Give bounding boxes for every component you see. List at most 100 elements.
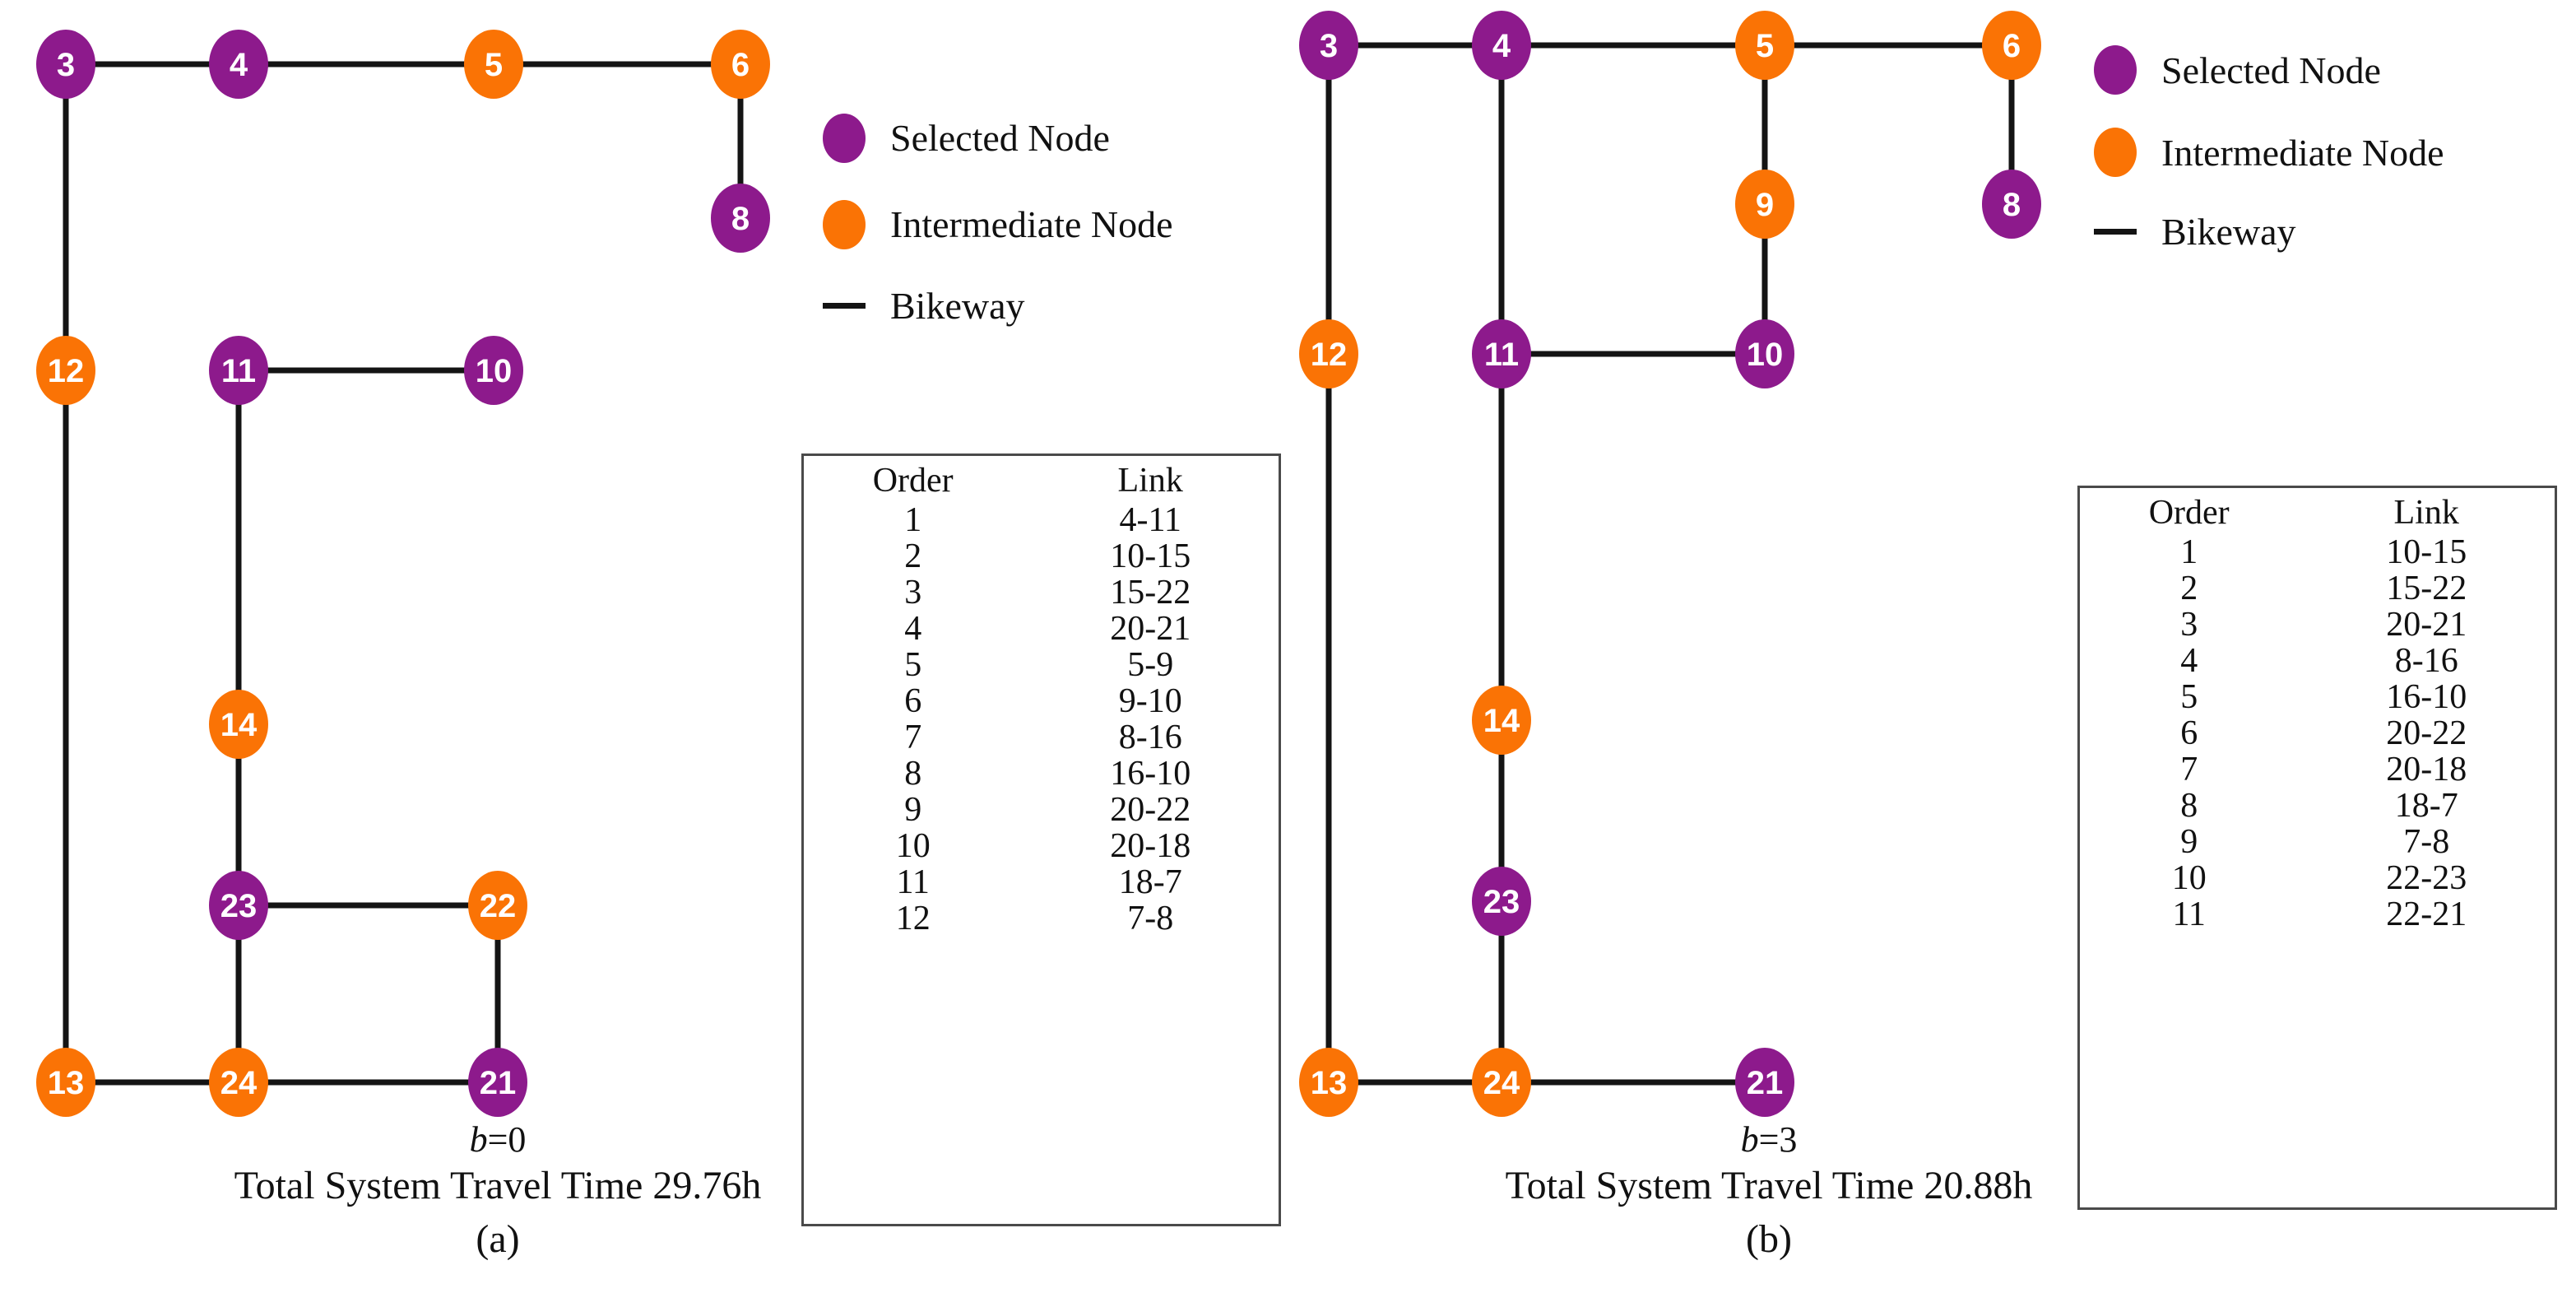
legend-label-intermediate-node: Intermediate Node	[890, 203, 1173, 245]
network-node-23[interactable]: 23	[209, 871, 268, 940]
cell-order: 10	[2171, 859, 2207, 897]
network-node-11[interactable]: 11	[209, 336, 268, 405]
network-node-6[interactable]: 6	[711, 30, 770, 99]
orange-circle-icon	[1735, 170, 1794, 239]
network-node-6[interactable]: 6	[1982, 11, 2041, 80]
purple-circle-icon	[2094, 45, 2137, 95]
network-node-12[interactable]: 12	[1299, 319, 1358, 388]
cell-link: 9-10	[1118, 682, 1182, 720]
node-label: 24	[220, 1065, 258, 1101]
node-label: 21	[480, 1065, 517, 1101]
cell-link: 18-7	[2394, 787, 2458, 825]
purple-circle-icon	[1735, 1048, 1794, 1117]
network-nodes-b: 3 4 5 6 9 8 12 11 10 14 23 13 24 21	[1299, 11, 2041, 1117]
cell-link: 7-8	[2403, 823, 2450, 861]
cell-order: 3	[2180, 606, 2198, 644]
total-travel-time-a: Total System Travel Time 29.76h	[234, 1164, 762, 1207]
cell-order: 1	[2180, 533, 2198, 571]
table-row: 6 9-10	[804, 683, 1279, 719]
node-label: 3	[1320, 28, 1338, 64]
cell-link: 22-21	[2386, 895, 2467, 933]
node-label: 11	[1484, 337, 1519, 373]
cell-link: 20-18	[1110, 827, 1191, 865]
cell-order: 6	[904, 682, 922, 720]
network-node-10[interactable]: 10	[1735, 319, 1794, 388]
purple-circle-icon	[1472, 319, 1531, 388]
cell-order: 1	[904, 501, 922, 539]
node-label: 10	[1747, 337, 1784, 373]
network-node-13[interactable]: 13	[36, 1048, 95, 1117]
network-node-3[interactable]: 3	[1299, 11, 1358, 80]
network-node-23[interactable]: 23	[1472, 867, 1531, 936]
table-header-row: Order Link	[2080, 488, 2555, 534]
cell-link: 20-21	[1110, 610, 1191, 648]
network-node-5[interactable]: 5	[464, 30, 523, 99]
cell-link: 16-10	[2386, 678, 2467, 716]
cell-order: 4	[904, 610, 922, 648]
column-header-link: Link	[1117, 462, 1183, 500]
legend-item-selected-node-a: Selected Node	[823, 95, 1173, 181]
orange-circle-icon	[1472, 686, 1531, 755]
legend-label-bikeway: Bikeway	[2161, 210, 2296, 253]
cell-order: 8	[2180, 787, 2198, 825]
node-label: 14	[1483, 703, 1520, 739]
network-node-9[interactable]: 9	[1735, 170, 1794, 239]
node-label: 23	[220, 888, 258, 924]
cell-order: 11	[2172, 895, 2206, 933]
network-node-12[interactable]: 12	[36, 336, 95, 405]
network-node-21[interactable]: 21	[1735, 1048, 1794, 1117]
b-value: =0	[487, 1119, 527, 1160]
network-node-14[interactable]: 14	[209, 690, 268, 759]
purple-circle-icon	[209, 30, 268, 99]
network-node-22[interactable]: 22	[468, 871, 527, 940]
legend-label-selected-node: Selected Node	[890, 117, 1110, 159]
network-node-5[interactable]: 5	[1735, 11, 1794, 80]
orange-circle-icon	[1299, 1048, 1358, 1117]
b-value-label-b: b=3	[1506, 1120, 2032, 1159]
purple-circle-icon	[711, 184, 770, 253]
orange-circle-icon	[823, 199, 866, 249]
network-node-4[interactable]: 4	[209, 30, 268, 99]
network-node-13[interactable]: 13	[1299, 1048, 1358, 1117]
network-node-11[interactable]: 11	[1472, 319, 1531, 388]
legend-label-intermediate-node: Intermediate Node	[2161, 131, 2444, 174]
network-node-3[interactable]: 3	[36, 30, 95, 99]
node-label: 13	[1311, 1065, 1348, 1101]
network-node-24[interactable]: 24	[1472, 1048, 1531, 1117]
legend-panel-a: Selected Node Intermediate Node Bikeway	[823, 95, 1173, 343]
network-node-21[interactable]: 21	[468, 1048, 527, 1117]
network-node-8[interactable]: 8	[711, 184, 770, 253]
cell-order: 12	[895, 900, 931, 937]
cell-order: 10	[895, 827, 931, 865]
cell-link: 4-11	[1119, 501, 1181, 539]
subfigure-label-a: (a)	[476, 1217, 520, 1261]
cell-link: 5-9	[1127, 646, 1174, 684]
table-row: 10 20-18	[804, 828, 1279, 864]
purple-circle-icon	[1982, 170, 2041, 239]
node-label: 13	[48, 1065, 85, 1101]
network-node-10[interactable]: 10	[464, 336, 523, 405]
network-node-4[interactable]: 4	[1472, 11, 1531, 80]
purple-circle-icon	[468, 1048, 527, 1117]
cell-order: 7	[2180, 751, 2198, 788]
node-label: 12	[1311, 337, 1348, 373]
network-node-24[interactable]: 24	[209, 1048, 268, 1117]
purple-circle-icon	[1299, 11, 1358, 80]
bikeway-edges-b	[1325, 42, 2015, 1086]
orange-circle-icon	[468, 871, 527, 940]
cell-link: 16-10	[1110, 755, 1191, 793]
network-node-14[interactable]: 14	[1472, 686, 1531, 755]
network-node-8[interactable]: 8	[1982, 170, 2041, 239]
node-label: 12	[48, 353, 85, 389]
legend-item-bikeway-b: Bikeway	[2094, 193, 2444, 269]
